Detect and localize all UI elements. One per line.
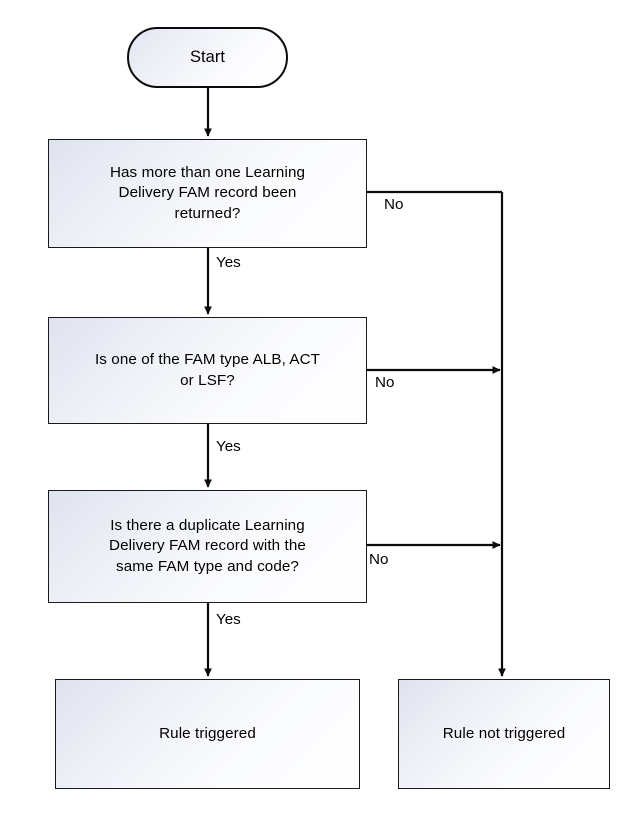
node-decision-3-label: Is there a duplicate Learning Delivery F… xyxy=(109,517,306,575)
edge-label-decision-1-yes: Yes xyxy=(216,254,241,271)
node-decision-3: Is there a duplicate Learning Delivery F… xyxy=(48,490,367,603)
node-decision-1-label: Has more than one Learning Delivery FAM … xyxy=(109,164,306,222)
edge-label-decision-1-no: No xyxy=(384,196,404,213)
node-decision-2: Is one of the FAM type ALB, ACT or LSF? xyxy=(48,317,367,424)
node-rule-triggered: Rule triggered xyxy=(55,679,360,789)
node-start: Start xyxy=(127,27,288,88)
edge-label-decision-2-yes: Yes xyxy=(216,438,241,455)
edge-label-decision-3-no: No xyxy=(369,551,389,568)
node-start-label: Start xyxy=(189,47,226,66)
node-decision-2-label: Is one of the FAM type ALB, ACT or LSF? xyxy=(94,351,321,389)
edge-label-decision-3-yes: Yes xyxy=(216,611,241,628)
node-rule-triggered-label: Rule triggered xyxy=(159,724,256,742)
node-rule-not-triggered: Rule not triggered xyxy=(398,679,610,789)
node-decision-1: Has more than one Learning Delivery FAM … xyxy=(48,139,367,248)
edge-label-decision-2-no: No xyxy=(375,374,395,391)
node-rule-not-triggered-label: Rule not triggered xyxy=(442,724,566,742)
